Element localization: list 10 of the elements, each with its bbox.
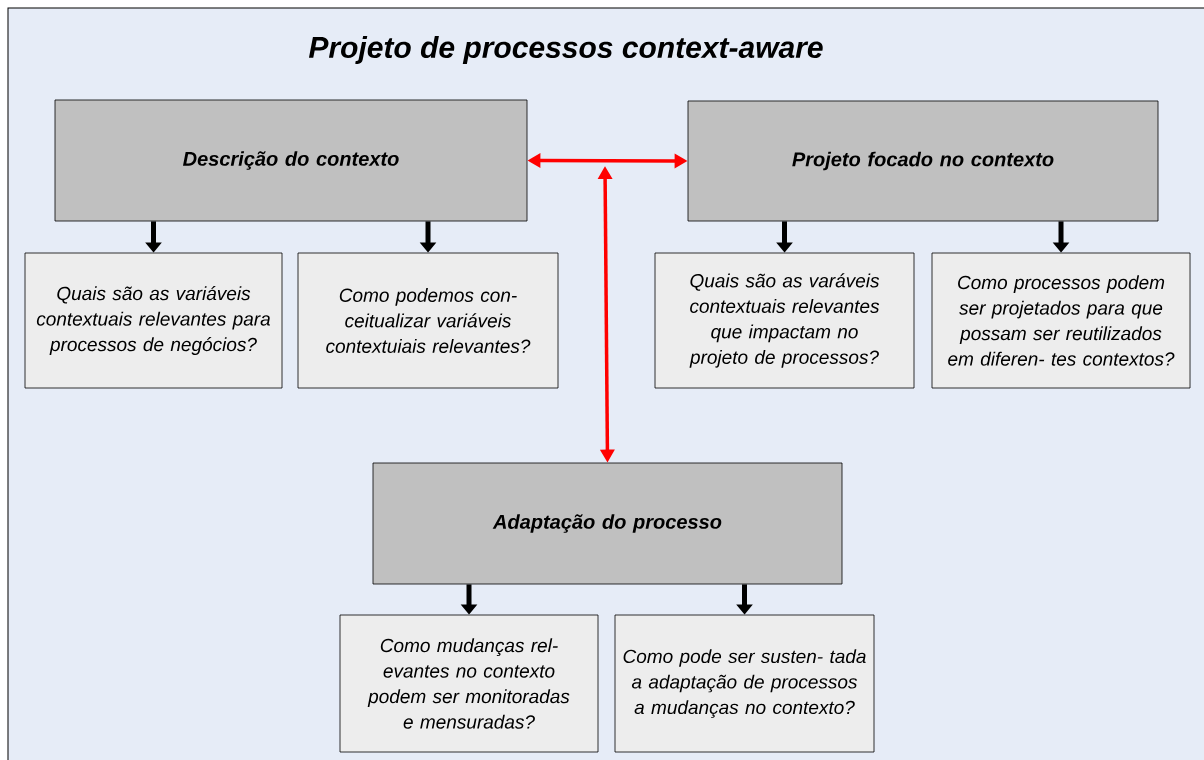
question-box: Como mudanças rel- evantes no contexto podem ser monitoradas e mensuradas? [339,614,599,753]
question-box: Quais são as varáveis contextuais relevantes que impactam no projeto de processos? [654,252,915,389]
question-box: Como processos podem ser projetados para que possam ser reutilizados em diferen- tes contextos? [931,252,1191,389]
question-box: Como podemos con- ceitualizar variáveis contextuiais relevantes? [297,252,559,389]
heading-box: Projeto focado no contexto [687,100,1159,222]
question-box: Quais são as variáveis contextuais relevantes para processos de negócios? [24,252,283,389]
heading-box: Descrição do contexto [54,99,528,222]
question-box: Como pode ser susten- tada a adaptação de processos a mudanças no contexto? [614,614,875,753]
title: Projeto de processos context-aware [308,36,823,64]
heading-box: Adaptação do processo [372,462,843,585]
